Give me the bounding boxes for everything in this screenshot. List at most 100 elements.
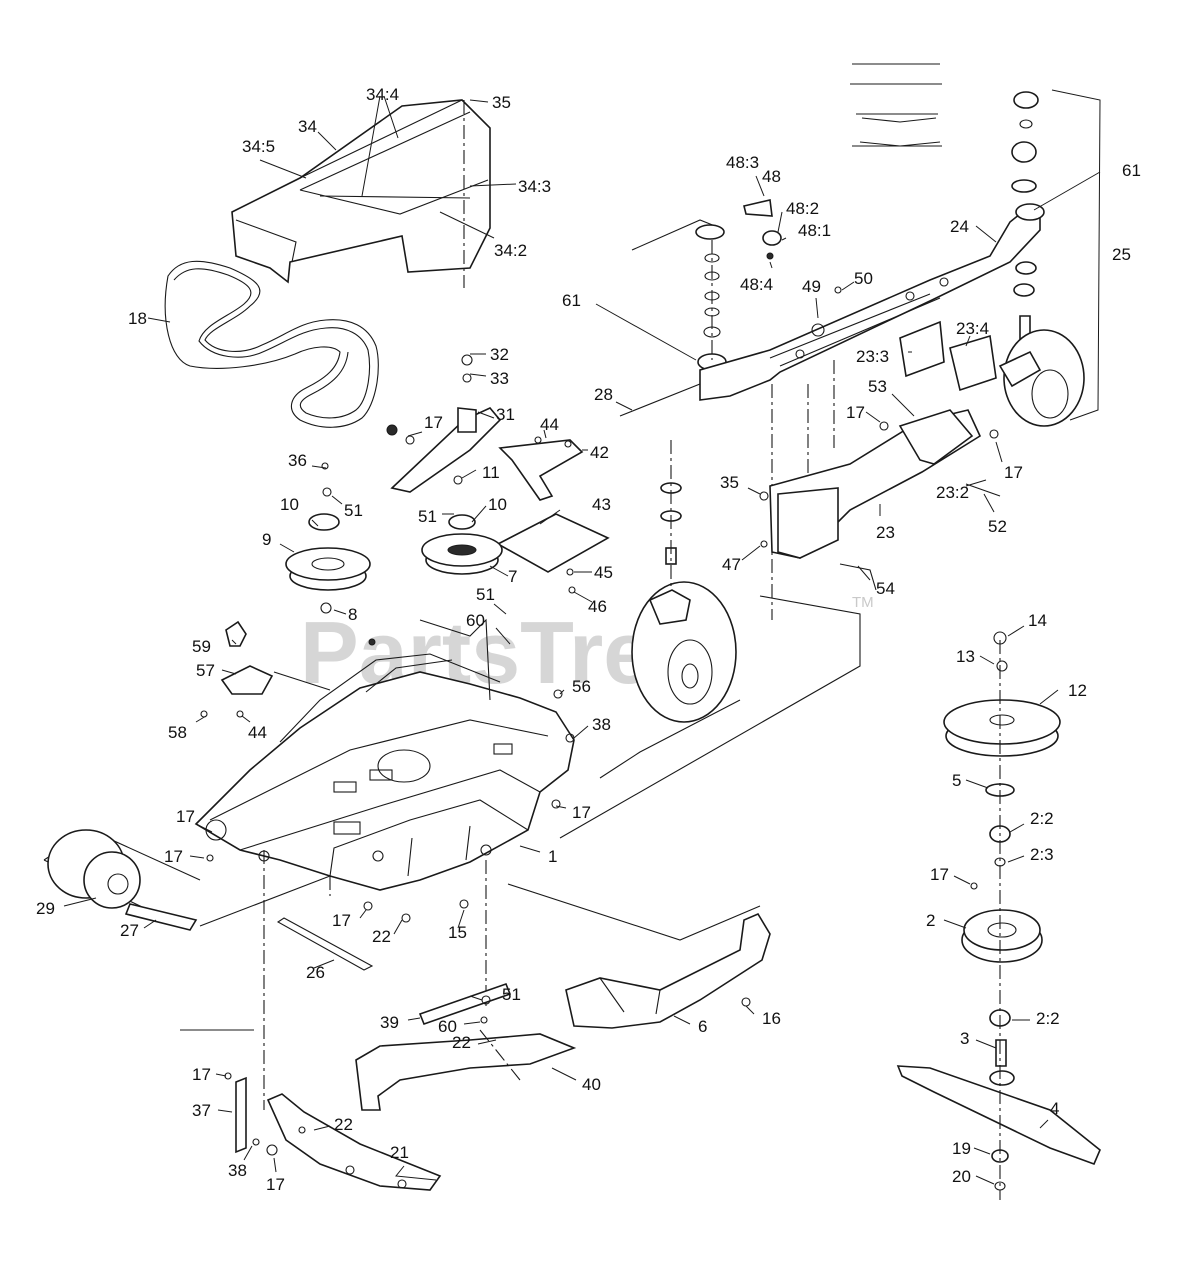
callout-10: 10 (280, 495, 299, 514)
callout-34-5: 34:5 (242, 137, 275, 156)
callout-21: 21 (390, 1143, 409, 1162)
callout-61: 61 (562, 291, 581, 310)
spindle-assembly (896, 631, 1101, 1200)
callout-37: 37 (192, 1101, 211, 1120)
callout-22: 22 (372, 927, 391, 946)
callout-4: 4 (1050, 1099, 1059, 1118)
callout-50: 50 (854, 269, 873, 288)
callout-51: 51 (344, 501, 363, 520)
callout-34: 34 (298, 117, 317, 136)
baffle-21 (266, 1093, 442, 1191)
callout-6: 6 (698, 1017, 707, 1036)
callout-38: 38 (592, 715, 611, 734)
callout-17: 17 (1004, 463, 1023, 482)
callout-23: 23 (876, 523, 895, 542)
mower-deck-1 (194, 618, 575, 1110)
bracket-39 (418, 982, 512, 1026)
callout-51: 51 (418, 507, 437, 526)
callout-48-3: 48:3 (726, 153, 759, 172)
callout-2-2: 2:2 (1036, 1009, 1060, 1028)
callout-labels: 34:4 35 34 34:5 34:3 34:2 18 32 33 31 17… (36, 85, 1141, 1194)
callout-19: 19 (952, 1139, 971, 1158)
callout-11: 11 (482, 463, 500, 482)
callout-51: 51 (502, 985, 521, 1004)
callout-42: 42 (590, 443, 609, 462)
drive-belt-18 (164, 260, 379, 428)
discharge-chute-6 (565, 912, 771, 1029)
idler-arm-42 (498, 436, 584, 501)
idler-arm-31 (386, 354, 502, 493)
pulley-9 (285, 462, 371, 614)
deck-bolts (206, 689, 575, 923)
callout-52: 52 (988, 517, 1007, 536)
callout-2-3: 2:3 (1030, 845, 1054, 864)
callout-31: 31 (496, 405, 515, 424)
callout-5: 5 (952, 771, 961, 790)
callout-22: 22 (334, 1115, 353, 1134)
callout-23-2: 23:2 (936, 483, 969, 502)
callout-26: 26 (306, 963, 325, 982)
caster-spindle-stack-61 (695, 224, 727, 371)
callout-59: 59 (192, 637, 211, 656)
callout-17: 17 (164, 847, 183, 866)
callout-48-1: 48:1 (798, 221, 831, 240)
callout-60: 60 (438, 1017, 457, 1036)
callout-53: 53 (868, 377, 887, 396)
callout-35: 35 (492, 93, 511, 112)
callout-48: 48 (762, 167, 781, 186)
callout-16: 16 (762, 1009, 781, 1028)
callout-20: 20 (952, 1167, 971, 1186)
leader-lines (63, 95, 1101, 1185)
belt-cover-34 (231, 99, 491, 288)
callout-38: 38 (228, 1161, 247, 1180)
callout-29: 29 (36, 899, 55, 918)
callout-54: 54 (876, 579, 895, 598)
callout-57: 57 (196, 661, 215, 680)
callout-14: 14 (1028, 611, 1047, 630)
callout-17: 17 (424, 413, 443, 432)
callout-17: 17 (192, 1065, 211, 1084)
callout-51: 51 (476, 585, 495, 604)
callout-17: 17 (572, 803, 591, 822)
callout-33: 33 (490, 369, 509, 388)
callout-44: 44 (248, 723, 267, 742)
callout-10: 10 (488, 495, 507, 514)
callout-22: 22 (452, 1033, 471, 1052)
callout-13: 13 (956, 647, 975, 666)
callout-7: 7 (508, 567, 517, 586)
callout-48-4: 48:4 (740, 275, 773, 294)
callout-46: 46 (588, 597, 607, 616)
rod-26 (276, 917, 374, 971)
caster-wheel-assembly-25 (998, 89, 1101, 427)
callout-18: 18 (128, 309, 147, 328)
callout-60: 60 (466, 611, 485, 630)
callout-34-4: 34:4 (366, 85, 399, 104)
callout-47: 47 (722, 555, 741, 574)
callout-43: 43 (592, 495, 611, 514)
spacer-stack-ghost (850, 63, 942, 147)
callout-28: 28 (594, 385, 613, 404)
caster-mount-23 (759, 320, 1001, 591)
callout-58: 58 (168, 723, 187, 742)
callout-23-4: 23:4 (956, 319, 989, 338)
callout-9: 9 (262, 530, 271, 549)
callout-61: 61 (1122, 161, 1141, 180)
callout-17: 17 (846, 403, 865, 422)
callout-40: 40 (582, 1075, 601, 1094)
callout-25: 25 (1112, 245, 1131, 264)
cover-plate-43 (496, 513, 610, 594)
roller-wheel-29 (47, 829, 198, 931)
callout-27: 27 (120, 921, 139, 940)
callout-32: 32 (490, 345, 509, 364)
callout-24: 24 (950, 217, 969, 236)
callout-17: 17 (930, 865, 949, 884)
callout-34-2: 34:2 (494, 241, 527, 260)
callout-2: 2 (926, 911, 935, 930)
front-caster-wheel (631, 440, 737, 723)
callout-15: 15 (448, 923, 467, 942)
callout-17: 17 (266, 1175, 285, 1194)
callout-1: 1 (548, 847, 557, 866)
watermark-trademark: TM (852, 594, 874, 611)
